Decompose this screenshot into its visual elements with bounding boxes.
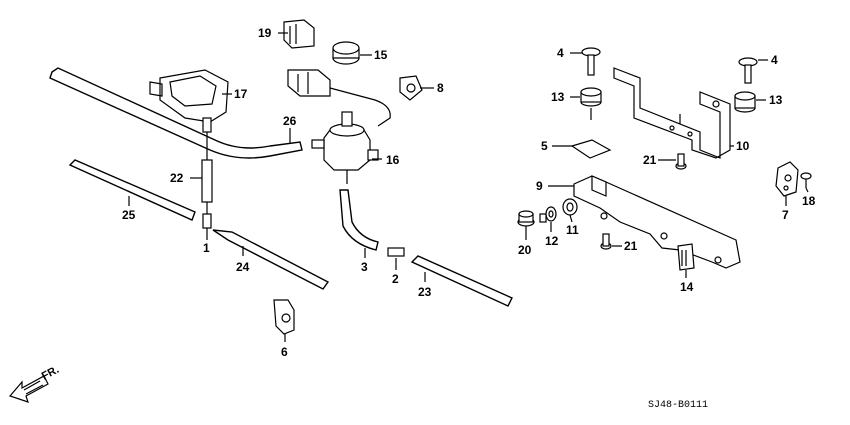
callout-20: 20 <box>518 243 532 257</box>
callout-21-lower: 21 <box>624 239 638 253</box>
callout-8: 8 <box>437 81 444 95</box>
leader-lines-right <box>525 52 809 278</box>
hose-23 <box>410 255 513 307</box>
callout-7: 7 <box>782 208 789 222</box>
callout-4-right: 4 <box>771 53 778 67</box>
tube-22 <box>201 159 213 214</box>
callout-19: 19 <box>258 26 272 40</box>
washer-12 <box>545 206 557 222</box>
callout-5: 5 <box>541 139 548 153</box>
callout-17: 17 <box>234 87 248 101</box>
callout-22: 22 <box>170 171 184 185</box>
leader-lines-left <box>128 32 434 342</box>
hose-24 <box>212 229 330 290</box>
cap-15 <box>332 41 360 65</box>
clip-6 <box>273 299 295 335</box>
bolt-21-lower <box>600 233 612 250</box>
callout-6: 6 <box>281 345 288 359</box>
callout-26: 26 <box>283 114 297 128</box>
hose-25 <box>68 159 196 221</box>
pressure-sensor-17 <box>149 69 229 160</box>
grommet-13-left <box>580 87 602 120</box>
callout-9: 9 <box>536 179 543 193</box>
callout-15: 15 <box>374 48 388 62</box>
callout-13-left: 13 <box>551 90 565 104</box>
clip-14 <box>677 243 695 271</box>
callout-21-upper: 21 <box>643 153 657 167</box>
callout-23: 23 <box>418 285 432 299</box>
callout-labels: 19 15 8 17 26 16 22 25 1 24 3 2 23 6 4 4… <box>40 26 816 411</box>
bracket-9 <box>573 175 741 269</box>
solenoid-valve-16 <box>311 111 379 184</box>
callout-4-left: 4 <box>557 46 564 60</box>
hose-3 <box>339 189 379 251</box>
bolt-20 <box>517 210 547 227</box>
joint-2 <box>387 247 405 257</box>
callout-2: 2 <box>392 272 399 286</box>
joint-1 <box>202 213 212 229</box>
nut-11 <box>562 198 578 216</box>
front-arrow <box>8 375 49 403</box>
bolt-21-upper <box>675 153 687 170</box>
bolt-4-right <box>738 57 758 84</box>
callout-3: 3 <box>361 260 368 274</box>
label-5 <box>570 139 612 159</box>
callout-18: 18 <box>802 194 816 208</box>
bolt-4-left <box>581 47 601 76</box>
callout-14: 14 <box>680 280 694 294</box>
grommet-13-right <box>734 91 756 113</box>
callout-12: 12 <box>545 234 559 248</box>
bracket-10 <box>613 67 731 159</box>
callout-10: 10 <box>736 139 750 153</box>
callout-16: 16 <box>386 153 400 167</box>
callout-24: 24 <box>236 260 250 274</box>
clamp-8 <box>399 75 423 101</box>
cap-19 <box>283 19 315 49</box>
callout-11: 11 <box>566 223 579 237</box>
vacuum-hose-upper <box>49 67 303 159</box>
screw-18 <box>800 172 812 188</box>
callout-13-right: 13 <box>769 93 783 107</box>
callout-1: 1 <box>203 241 210 255</box>
drawing-code: SJ48-B0111 <box>648 400 708 411</box>
callout-25: 25 <box>122 208 136 222</box>
front-label: FR. <box>40 364 61 383</box>
connector-plug <box>287 69 391 127</box>
bracket-7 <box>775 161 799 197</box>
